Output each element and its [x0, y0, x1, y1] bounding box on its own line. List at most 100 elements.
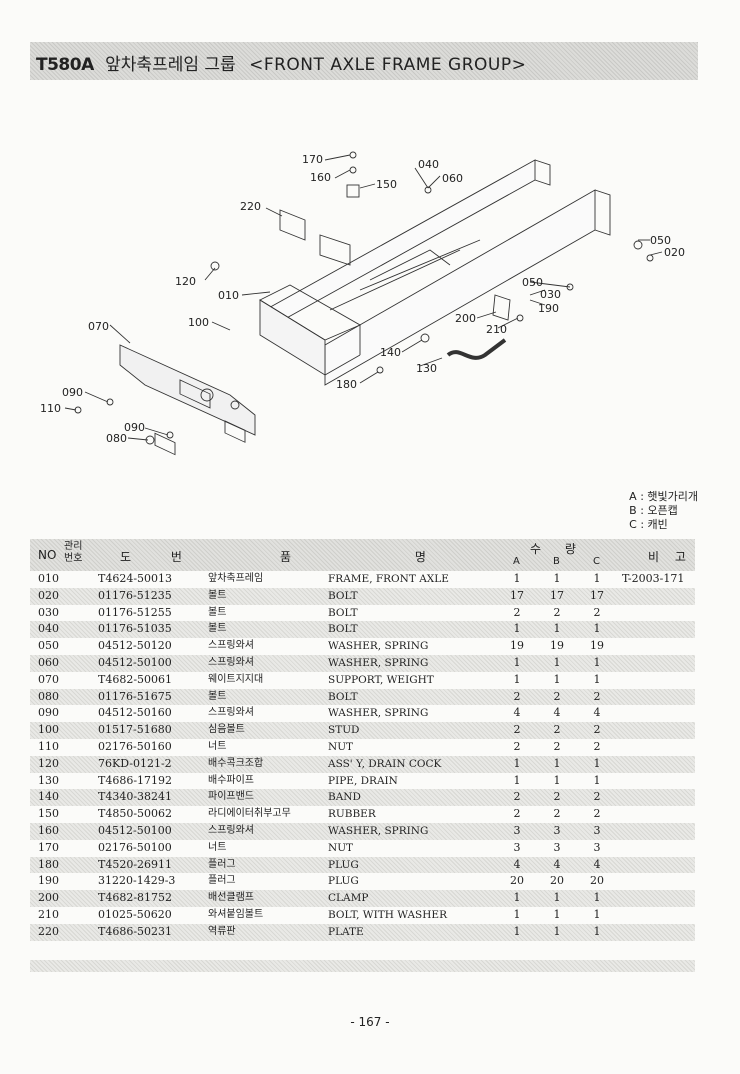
cell-en: BOLT — [328, 606, 358, 619]
cell-en: CLAMP — [328, 892, 369, 905]
cell-ko: 스프링와셔 — [208, 707, 254, 719]
cell-no: 220 — [38, 924, 59, 938]
cell-a: 17 — [510, 588, 524, 602]
cell-en: NUT — [328, 740, 354, 753]
cell-b: 1 — [553, 891, 561, 905]
cell-ko: 배수콕크조합 — [208, 757, 264, 769]
callout-label: 150 — [376, 178, 397, 191]
cell-part: 01176-51235 — [98, 588, 172, 602]
cell-ko: 볼트 — [208, 606, 227, 618]
cell-no: 090 — [38, 706, 59, 720]
cell-a: 2 — [513, 790, 521, 804]
cell-b: 1 — [553, 773, 561, 787]
header-qty-c: C — [593, 556, 600, 567]
cell-ko: 배선클램프 — [208, 892, 254, 904]
cell-ko: 플러그 — [208, 875, 236, 887]
cell-en: BOLT — [328, 623, 358, 636]
cell-c: 19 — [590, 639, 604, 653]
callout-label: 070 — [88, 320, 109, 333]
cell-c: 1 — [593, 756, 601, 770]
cell-en: PLUG — [328, 875, 359, 888]
cell-no: 140 — [38, 790, 59, 804]
cell-c: 2 — [593, 689, 601, 703]
cell-part: T4686-50231 — [98, 924, 173, 938]
callout-label: 120 — [175, 275, 196, 288]
callout-label: 100 — [188, 316, 209, 329]
cell-c: 2 — [593, 790, 601, 804]
vehicle-type-legend: A : 햇빛가리개 B : 오픈캡 C : 캐빈 — [629, 490, 698, 532]
cell-part: T4850-50062 — [98, 807, 173, 821]
cell-ko: 볼트 — [208, 623, 227, 635]
cell-a: 1 — [513, 924, 521, 938]
cell-no: 170 — [38, 840, 59, 854]
callout-label: 010 — [218, 289, 239, 302]
cell-a: 2 — [513, 723, 521, 737]
cell-part: T4686-17192 — [98, 773, 173, 787]
cell-ko: 역류판 — [208, 925, 236, 937]
cell-part: T4682-50061 — [98, 672, 173, 686]
cell-part: 02176-50100 — [98, 840, 172, 854]
cell-no: 070 — [38, 672, 59, 686]
cell-no: 050 — [38, 639, 59, 653]
callout-label: 090 — [124, 421, 145, 434]
cell-a: 1 — [513, 773, 521, 787]
title-korean: 앞차축프레임 그룹 — [105, 55, 236, 75]
title-english: <FRONT AXLE FRAME GROUP> — [249, 55, 527, 75]
cell-a: 1 — [513, 756, 521, 770]
header-mgmt-no: 관리 번호 — [64, 541, 83, 564]
cell-ko: 플러그 — [208, 858, 236, 870]
cell-a: 1 — [513, 655, 521, 669]
exploded-parts-diagram: 170 160 150 040 060 220 050 020 120 010 … — [40, 151, 685, 456]
callout-label: 170 — [302, 153, 323, 166]
cell-no: 020 — [38, 588, 59, 602]
cell-no: 180 — [38, 857, 59, 871]
header-no: NO — [38, 548, 57, 562]
header-qty: 수 량 — [530, 542, 586, 556]
cell-ko: 볼트 — [208, 690, 227, 702]
cell-a: 1 — [513, 622, 521, 636]
cell-no: 130 — [38, 773, 59, 787]
callout-label: 210 — [486, 323, 507, 336]
cell-a: 4 — [513, 857, 521, 871]
cell-a: 1 — [513, 891, 521, 905]
cell-b: 17 — [550, 588, 564, 602]
table-footer-band — [30, 960, 695, 972]
cell-a: 20 — [510, 874, 524, 888]
cell-en: BOLT, WITH WASHER — [328, 908, 447, 921]
model-code: T580A — [36, 55, 94, 75]
cell-en: BOLT — [328, 589, 358, 602]
cell-c: 4 — [593, 706, 601, 720]
callout-label: 220 — [240, 200, 261, 213]
cell-part: 02176-50160 — [98, 739, 172, 753]
cell-en: PLUG — [328, 858, 359, 871]
cell-c: 2 — [593, 739, 601, 753]
cell-en: ASS' Y, DRAIN COCK — [328, 757, 442, 770]
cell-ko: 너트 — [208, 740, 227, 752]
cell-a: 1 — [513, 907, 521, 921]
cell-c: 1 — [593, 622, 601, 636]
callout-label: 200 — [455, 312, 476, 325]
cell-no: 080 — [38, 689, 59, 703]
callout-label: 140 — [380, 346, 401, 359]
cell-ko: 와셔붙임볼트 — [208, 908, 264, 920]
cell-part: 01176-51675 — [98, 689, 172, 703]
callout-label: 030 — [540, 288, 561, 301]
cell-rem: T-2003-171 — [622, 572, 685, 585]
cell-no: 150 — [38, 807, 59, 821]
cell-part: 01176-51035 — [98, 622, 172, 636]
cell-ko: 파이프밴드 — [208, 791, 254, 803]
cell-part: 31220-1429-3 — [98, 874, 176, 888]
cell-c: 3 — [593, 823, 601, 837]
legend-a: A : 햇빛가리개 — [629, 490, 698, 503]
